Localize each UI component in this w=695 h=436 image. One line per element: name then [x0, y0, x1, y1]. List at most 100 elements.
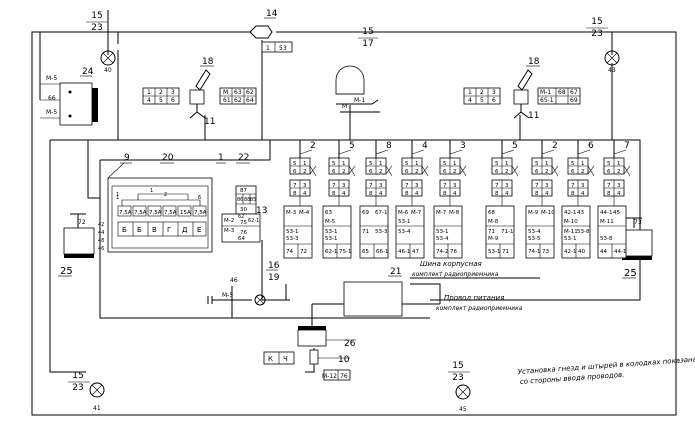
svg-text:M-5: M-5: [46, 75, 57, 82]
pin-label: 4: [581, 191, 585, 197]
relay-18-right: 18 11 1 2 3 4 5 6 M-1 68 67 65-1 69: [463, 57, 581, 121]
pin-label: 7: [571, 183, 575, 189]
svg-text:62: 62: [246, 89, 254, 96]
pin-label: 6: [495, 169, 499, 175]
svg-text:Д: Д: [182, 226, 188, 234]
lamp-pin-label: 43: [608, 67, 616, 74]
lamp-icon: [455, 384, 471, 400]
pin-label: 5: [607, 161, 611, 167]
svg-text:К: К: [268, 355, 273, 363]
pin-label: 1: [545, 161, 549, 167]
pin-label: 2: [505, 169, 509, 175]
wire-code: M-8: [449, 210, 460, 216]
wire-code: 53-4: [398, 229, 411, 235]
pin-label: 8: [535, 191, 539, 197]
wire-code: 63: [325, 210, 332, 216]
pin-label: 7: [332, 183, 336, 189]
svg-text:5: 5: [480, 97, 484, 104]
wire-code: 44-1: [614, 249, 626, 255]
pin-label: 2: [581, 169, 585, 175]
unit-26: 26: [297, 326, 356, 349]
svg-text:68: 68: [558, 89, 566, 96]
svg-text:1: 1: [150, 188, 153, 194]
svg-text:3: 3: [492, 89, 496, 96]
callout: 20: [162, 153, 174, 163]
pin-label: 1: [303, 161, 307, 167]
svg-text:2: 2: [480, 89, 484, 96]
switch-number: 6: [588, 141, 594, 151]
callout: 13: [256, 206, 267, 216]
callout: 10: [338, 355, 350, 365]
feed-note: Провод питания: [444, 294, 504, 302]
callout: 25: [60, 266, 73, 277]
callout: 18: [528, 57, 540, 67]
fuse: 7,5A: [147, 205, 162, 217]
pin-label: 8: [443, 191, 447, 197]
svg-text:M: M: [223, 89, 228, 96]
svg-text:3: 3: [171, 89, 175, 96]
svg-text:76: 76: [240, 230, 247, 236]
wire-code: 53-1: [325, 236, 337, 242]
pin-label: 8: [571, 191, 575, 197]
fuse: 7,5A: [192, 205, 207, 217]
svg-text:75: 75: [240, 220, 247, 226]
bus-note-sub: комплект радиоприемника: [412, 271, 499, 278]
relay-22: 22 87 86 88 85 30 13: [235, 153, 267, 216]
pin-label: 3: [617, 183, 621, 189]
svg-text:66: 66: [48, 95, 56, 102]
wire-code: 42-1: [564, 210, 576, 216]
switch-14: 14 1 53: [249, 9, 293, 53]
lamp-pin-label: 45: [459, 406, 467, 413]
svg-text:M-3: M-3: [224, 228, 235, 234]
svg-text:67: 67: [570, 89, 578, 96]
pin-label: 1: [581, 161, 585, 167]
pin-label: 4: [379, 191, 383, 197]
pin-label: 4: [617, 191, 621, 197]
pin-label: 2: [415, 169, 419, 175]
wire-code: 53-8: [577, 229, 590, 235]
svg-text:65-1: 65-1: [540, 97, 554, 104]
wire-code: 44: [600, 249, 607, 255]
pin-label: 3: [545, 183, 549, 189]
wire-code: 53-8: [600, 236, 613, 242]
svg-text:2: 2: [164, 192, 167, 198]
connector-left-a: 1 2 3 4 5 6: [142, 87, 180, 105]
wire-code: M-11: [600, 219, 614, 225]
pin-label: 7: [405, 183, 409, 189]
svg-text:Б: Б: [122, 226, 127, 234]
svg-text:62: 62: [234, 97, 242, 104]
callout: 11: [528, 111, 539, 121]
svg-text:Г: Г: [167, 226, 171, 234]
radio-module-21: 21 Шина корпусная комплект радиоприемник…: [343, 260, 523, 317]
pin-label: 3: [415, 183, 419, 189]
svg-text:72: 72: [78, 219, 86, 226]
callout: 21: [390, 267, 401, 277]
svg-text:1: 1: [116, 192, 119, 198]
svg-text:46: 46: [230, 277, 238, 284]
svg-text:M-1: M-1: [540, 89, 551, 96]
fuse: 15A: [177, 205, 192, 217]
svg-text:76: 76: [340, 373, 348, 380]
callout: 18: [202, 57, 214, 67]
pin-label: 4: [342, 191, 346, 197]
callout: 16: [268, 261, 280, 271]
svg-text:4: 4: [147, 97, 151, 104]
switch-number: 8: [386, 141, 392, 151]
installation-note: Установка гнезд и штырей в колодках пока…: [518, 355, 695, 385]
svg-text:73: 73: [634, 219, 642, 226]
wire-code: 53-1: [398, 219, 410, 225]
pin-label: 1: [342, 161, 346, 167]
wire-code: 45: [613, 210, 620, 216]
svg-text:M-5: M-5: [46, 109, 57, 116]
pin-label: 7: [607, 183, 611, 189]
svg-text:46: 46: [98, 246, 104, 252]
indicator-icon: [254, 294, 266, 306]
